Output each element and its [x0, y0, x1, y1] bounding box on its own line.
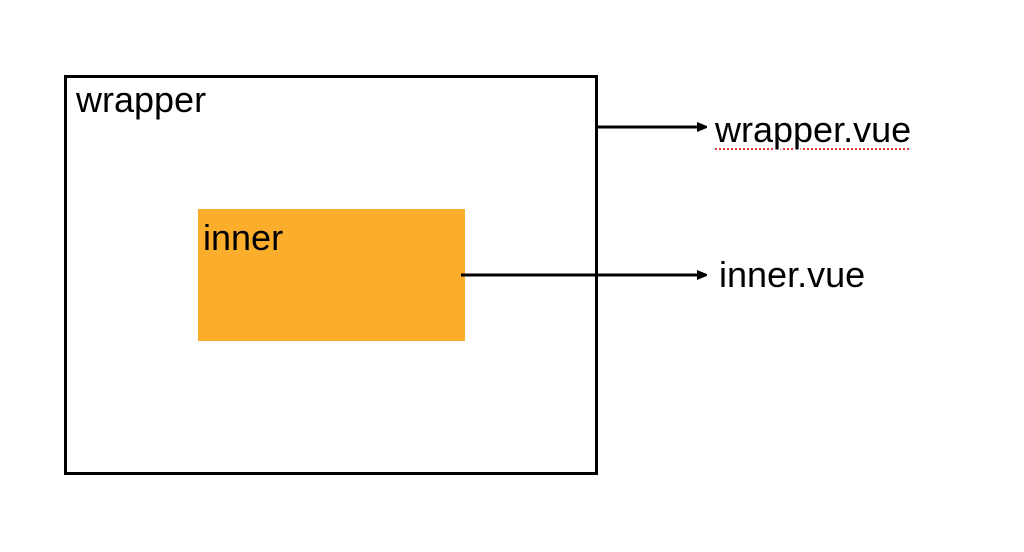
inner-box	[198, 209, 465, 341]
inner-vue-file-label: inner.vue	[719, 254, 866, 295]
wrapper-vue-file-label: wrapper.vue	[715, 110, 911, 150]
wrapper-label: wrapper	[76, 79, 207, 120]
wrapper-vue-file-text: wrapper.vue	[715, 109, 912, 150]
inner-label: inner	[203, 217, 284, 258]
